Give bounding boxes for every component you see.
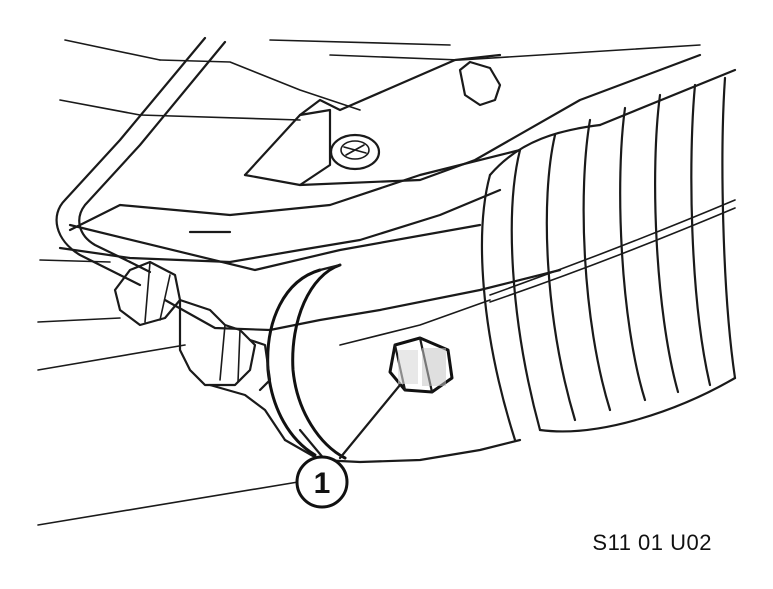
hydraulic-pipe bbox=[55, 36, 227, 287]
callout-1: 1 bbox=[295, 455, 349, 509]
steering-rack-housing bbox=[58, 148, 562, 464]
chassis-frame bbox=[37, 39, 701, 371]
pipe-union-nut-lower bbox=[178, 298, 272, 392]
bracket-bolt bbox=[329, 133, 381, 171]
hex-plug bbox=[388, 336, 454, 394]
callout-leaders bbox=[37, 383, 402, 526]
housing-collar bbox=[266, 263, 347, 460]
rack-boot-bellows bbox=[339, 68, 737, 442]
pipe-union-nut-upper bbox=[113, 260, 182, 327]
mounting-bracket bbox=[243, 53, 702, 187]
figure-reference-code: S11 01 U02 bbox=[592, 530, 712, 555]
callout-1-label: 1 bbox=[314, 467, 331, 500]
